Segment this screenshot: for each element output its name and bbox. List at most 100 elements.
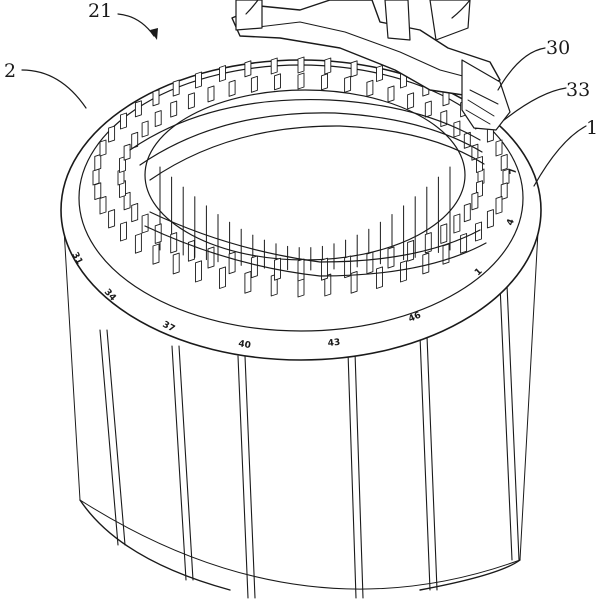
hairpin-end [376, 65, 383, 82]
hairpin-end [170, 232, 178, 254]
slot-number-4: 4 [505, 218, 517, 227]
terminal-lug-left [235, 0, 263, 31]
hairpin-end [471, 191, 479, 211]
hairpin-end [270, 57, 278, 75]
hairpin-end [99, 139, 107, 157]
hairpin-end [366, 79, 374, 97]
hairpin-end [131, 131, 139, 149]
hairpin-end [500, 182, 508, 201]
hairpin-end [400, 260, 407, 283]
hairpin-end [344, 255, 352, 279]
hairpin-end [108, 125, 116, 143]
hairpin-end [324, 273, 332, 297]
crossover-band-1 [129, 99, 481, 151]
core-groove [347, 351, 364, 599]
leader-top-left [245, 0, 259, 15]
hairpin-end [463, 202, 471, 223]
hairpin-end [321, 257, 328, 281]
hairpin-end [486, 209, 494, 229]
ref-label-33: 33 [566, 79, 590, 101]
hairpin-end [108, 209, 116, 229]
hairpin-end [495, 139, 503, 157]
ref-label-2: 2 [4, 60, 16, 82]
crossover-band-2 [139, 112, 483, 166]
connector-leads [465, 89, 499, 125]
terminal-lug-center [384, 0, 411, 41]
hairpin-end [495, 195, 503, 215]
crossover-band-5 [144, 225, 487, 277]
ref-label-30: 30 [546, 37, 570, 59]
hairpin-end [152, 89, 160, 107]
hairpin-end [120, 112, 127, 130]
winding-crossovers [129, 99, 487, 277]
slot-number-40: 40 [237, 339, 251, 351]
hairpin-end [120, 221, 127, 242]
hairpin-end [228, 79, 236, 97]
hairpin-end [244, 60, 252, 78]
hairpin-end [123, 143, 131, 161]
hairpin-end [219, 266, 226, 289]
hairpin-winding-ends [92, 56, 510, 298]
hairpin-end [297, 72, 305, 90]
hairpin-end [442, 243, 450, 265]
hairpin-end [195, 260, 202, 283]
hairpin-end [376, 266, 383, 289]
leader-21-arrow [117, 13, 155, 37]
hairpin-end [244, 270, 252, 294]
terminal-lug-right [429, 0, 471, 41]
hairpin-end [453, 120, 461, 138]
hairpin-end [207, 85, 215, 103]
hairpin-end [407, 239, 415, 262]
slot-number-7: 7 [508, 167, 519, 174]
slot-number-46: 46 [407, 311, 423, 325]
hairpin-end [134, 233, 142, 254]
hairpin-end [187, 239, 195, 262]
slot-number-1: 1 [473, 267, 484, 279]
hairpin-end [154, 223, 162, 244]
hairpin-end [500, 153, 508, 171]
arrow-head-21 [150, 28, 158, 40]
hairpin-end [123, 191, 131, 211]
leader-lines [21, 0, 587, 187]
hairpin-end [440, 223, 448, 244]
hairpin-end [94, 182, 102, 201]
hairpin-end [250, 255, 258, 279]
ref-label-1: 1 [586, 117, 598, 139]
hairpin-end [297, 56, 305, 74]
leader-1 [533, 125, 587, 187]
hairpin-end [92, 168, 100, 186]
neutral-connector-30 [461, 59, 511, 131]
core-groove [171, 345, 194, 581]
core-groove [237, 355, 256, 599]
hairpin-end [344, 75, 352, 93]
core-groove [99, 329, 126, 546]
hairpin-end [274, 73, 281, 91]
hairpin-end [119, 180, 126, 198]
hairpin-end [407, 92, 415, 110]
hairpin-end [440, 110, 448, 128]
leader-2 [21, 69, 87, 109]
hairpin-end [207, 246, 215, 269]
hairpin-end [321, 73, 328, 91]
hairpin-end [187, 92, 195, 110]
hairpin-end [195, 71, 202, 89]
leader-top-right [451, 0, 471, 19]
terminal-plate [231, 0, 501, 97]
hairpin-end [228, 251, 236, 275]
crossover-band-3 [149, 125, 485, 181]
stator-bore [144, 89, 466, 271]
hairpin-end [170, 100, 178, 118]
hairpin-end [324, 57, 332, 75]
hairpin-end [141, 120, 149, 138]
terminal-assembly [231, 0, 511, 131]
hairpin-end [424, 232, 432, 254]
hairpin-end [141, 213, 149, 234]
hairpin-end [94, 153, 102, 171]
hairpin-end [131, 202, 139, 223]
slot-number-43: 43 [327, 338, 341, 349]
hairpin-end [366, 251, 374, 275]
hairpin-end [475, 221, 482, 242]
hairpin-end [350, 270, 358, 294]
hairpin-end [453, 213, 461, 234]
